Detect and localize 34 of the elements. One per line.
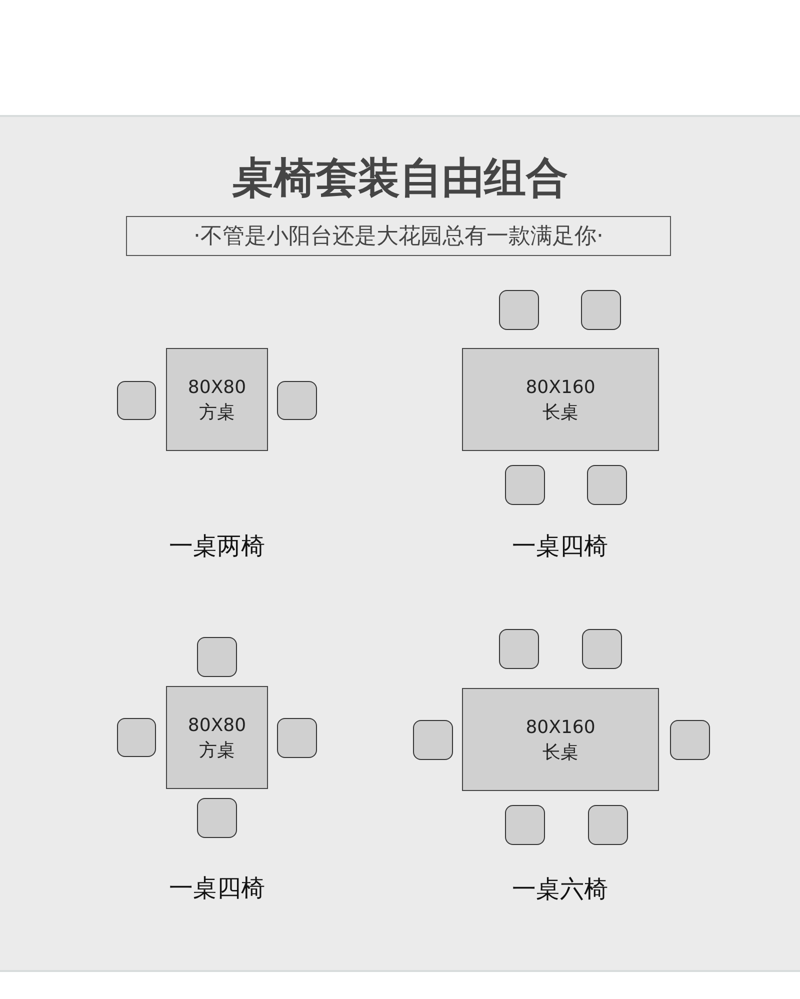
table-label: 80X160 — [526, 716, 596, 740]
subtitle-banner: ·不管是小阳台还是大花园总有一款满足你· — [126, 216, 671, 256]
table-label: 长桌 — [542, 400, 578, 424]
chair-shape — [197, 637, 237, 677]
chair-shape — [581, 290, 621, 330]
table-label: 方桌 — [199, 400, 235, 424]
chair-shape — [499, 629, 539, 669]
title: 桌椅套装自由组合 — [231, 152, 569, 204]
table-shape — [462, 688, 659, 791]
chair-shape — [582, 629, 622, 669]
chair-shape — [197, 798, 237, 838]
table-shape — [166, 686, 268, 789]
chair-shape — [505, 465, 545, 505]
arrangement-label: 一桌四椅 — [168, 873, 266, 904]
chair-shape — [588, 805, 628, 845]
chair-shape — [413, 720, 453, 760]
chair-shape — [499, 290, 539, 330]
chair-shape — [587, 465, 627, 505]
chair-shape — [117, 381, 156, 420]
table-shape — [462, 348, 659, 451]
chair-shape — [277, 381, 317, 420]
chair-shape — [505, 805, 545, 845]
table-label: 方桌 — [199, 738, 235, 762]
table-label: 80X160 — [526, 376, 596, 400]
arrangement-label: 一桌六椅 — [511, 874, 609, 905]
table-shape — [166, 348, 268, 451]
chair-shape — [277, 718, 317, 758]
chair-shape — [670, 720, 710, 760]
table-label: 80X80 — [188, 376, 246, 400]
chair-shape — [117, 718, 156, 757]
arrangement-label: 一桌两椅 — [168, 531, 266, 562]
table-label: 80X80 — [188, 714, 246, 738]
arrangement-label: 一桌四椅 — [511, 531, 609, 562]
table-label: 长桌 — [542, 740, 578, 764]
